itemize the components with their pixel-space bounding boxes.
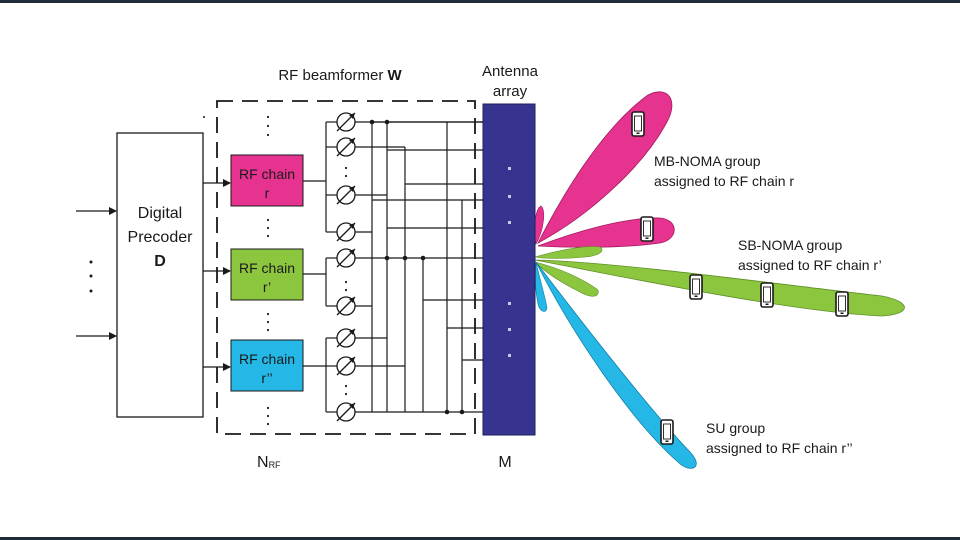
mobile-phone-icon: [835, 291, 849, 317]
mobile-phone-icon: [689, 274, 703, 300]
phase-shifters: [336, 112, 356, 422]
rf-chain-r-prime-line2: r’: [263, 279, 271, 295]
wiring-junctions: [369, 119, 465, 415]
antenna-count-label: M: [498, 454, 511, 471]
su-label-line1: SU group: [706, 420, 765, 436]
digital-precoder-box: [116, 132, 204, 418]
antenna-array-title-line2: array: [493, 83, 528, 100]
phase-shifter-icon: [336, 185, 356, 205]
antenna-array-dots: [508, 167, 511, 357]
phase-shifter-icon: [336, 296, 356, 316]
phase-shifter-icon: [336, 356, 356, 376]
phase-shifter-icon: [336, 112, 356, 132]
digital-precoder-line1: Digital: [138, 205, 182, 222]
digital-precoder-symbol: D: [154, 253, 166, 270]
input-ellipsis: [89, 260, 93, 293]
mb-noma-label-line2: assigned to RF chain r: [654, 173, 794, 189]
digital-precoder-line2: Precoder: [128, 229, 194, 246]
rf-chain-r-double-prime-line1: RF chain: [239, 351, 295, 367]
rf-chain-r-double-prime: RF chain r’’: [230, 339, 304, 392]
phase-shifter-icon: [336, 137, 356, 157]
mb-noma-label-line1: MB-NOMA group: [654, 153, 761, 169]
rf-chain-r-prime: RF chain r’: [230, 248, 304, 301]
rf-chain-r: RF chain r: [230, 154, 304, 207]
sb-noma-side-lobe-2: [534, 261, 599, 297]
su-main-lobe: [535, 261, 697, 469]
su-label-line2: assigned to RF chain r’’: [706, 440, 853, 456]
beam-pattern: [534, 91, 905, 469]
phase-shifter-icon: [336, 222, 356, 242]
antenna-array-title-line1: Antenna: [482, 63, 539, 80]
phase-shifter-icon: [336, 248, 356, 268]
phase-shifter-icon: [336, 402, 356, 422]
phase-shifter-icon: [336, 328, 356, 348]
mobile-phone-icon: [660, 419, 674, 445]
rf-chain-r-double-prime-line2: r’’: [261, 370, 272, 386]
antenna-array: [482, 103, 536, 436]
rf-chain-r-prime-line1: RF chain: [239, 260, 295, 276]
rf-chain-r-line2: r: [265, 185, 270, 201]
mobile-phone-icon: [631, 111, 645, 137]
sb-noma-label-line2: assigned to RF chain r’: [738, 257, 882, 273]
input-streams: [76, 207, 117, 340]
rf-chain-ellipsis: [266, 115, 270, 426]
phase-shifter-wiring: [303, 121, 483, 413]
top-border: [0, 0, 960, 3]
rf-chain-r-line1: RF chain: [239, 166, 295, 182]
shifter-ellipsis: [344, 166, 348, 396]
sb-noma-label-line1: SB-NOMA group: [738, 237, 842, 253]
rf-beamformer-box: [216, 100, 476, 435]
stray-dot: [203, 116, 205, 118]
bottom-border: [0, 537, 960, 540]
rf-beamformer-label: RF beamformer W: [278, 67, 402, 84]
mobile-phone-icon: [640, 216, 654, 242]
sb-noma-side-lobe-1: [534, 246, 603, 259]
sb-noma-main-lobe: [534, 259, 905, 317]
nrf-label: NRF: [257, 454, 281, 471]
mobile-phone-icon: [760, 282, 774, 308]
